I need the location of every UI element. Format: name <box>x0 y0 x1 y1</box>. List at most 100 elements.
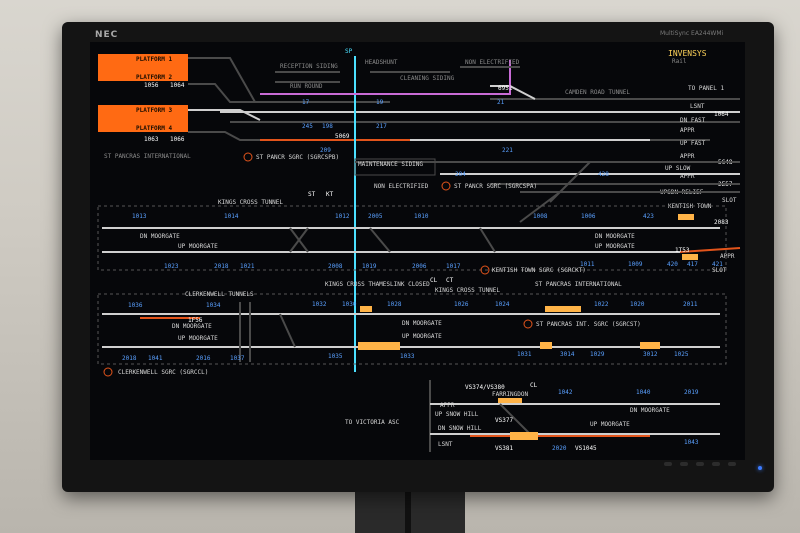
berth[interactable]: 1033 <box>400 353 415 360</box>
train-id-1064[interactable]: 1064 <box>714 111 729 118</box>
platform-2[interactable] <box>98 63 188 72</box>
berth-5069[interactable]: 5069 <box>335 133 350 140</box>
signal-421[interactable]: 421 <box>712 261 723 268</box>
berth[interactable]: 1012 <box>335 213 350 220</box>
berth[interactable]: 2006 <box>412 263 427 270</box>
platform-4[interactable] <box>98 114 188 123</box>
to-victoria-label[interactable]: TO VICTORIA ASC <box>345 419 400 426</box>
berth[interactable]: 1010 <box>414 213 429 220</box>
signal-420[interactable]: 420 <box>667 261 678 268</box>
st-pancras-sgrc2-label[interactable]: ST PANCR SGRC (SGRCSPA) <box>454 183 537 190</box>
berth[interactable]: 1026 <box>454 301 469 308</box>
berth[interactable]: 1030 <box>342 301 357 308</box>
berth[interactable]: 1025 <box>674 351 689 358</box>
berth[interactable]: 1035 <box>328 353 343 360</box>
to-panel-label[interactable]: TO PANEL 1 <box>688 85 725 92</box>
berth[interactable]: 2008 <box>328 263 343 270</box>
berth[interactable]: 1017 <box>446 263 461 270</box>
sgrc-indicator-icon[interactable] <box>523 319 533 329</box>
occupied-track-block[interactable] <box>510 432 538 440</box>
signal-vs381[interactable]: VS381 <box>495 445 513 452</box>
signal-vs374[interactable]: VS374/VS380 <box>465 384 505 391</box>
berth[interactable]: 1006 <box>581 213 596 220</box>
signal-217[interactable]: 217 <box>376 123 387 130</box>
signal-ct[interactable]: CT <box>446 277 454 284</box>
train-id-1f56[interactable]: 1F56 <box>188 317 203 324</box>
monitor-button[interactable] <box>728 462 736 466</box>
berth[interactable]: 1009 <box>628 261 643 268</box>
signal-417[interactable]: 417 <box>687 261 698 268</box>
sgrc-indicator-icon[interactable] <box>103 367 113 377</box>
signal-kt[interactable]: KT <box>326 191 334 198</box>
monitor-button[interactable] <box>712 462 720 466</box>
berth-1042[interactable]: 1042 <box>558 389 573 396</box>
signal-428[interactable]: 428 <box>598 171 609 178</box>
berth[interactable]: 1028 <box>387 301 402 308</box>
berth-6951[interactable]: 6951 <box>498 85 513 92</box>
monitor-button[interactable] <box>664 462 672 466</box>
berth[interactable]: 2005 <box>368 213 383 220</box>
berth[interactable]: 1014 <box>224 213 239 220</box>
clerkenwell-sgrc-label[interactable]: CLERKENWELL SGRC (SGRCCL) <box>118 369 208 376</box>
sgrc-indicator-icon[interactable] <box>480 265 490 275</box>
st-pancras-int-sgrc-label[interactable]: ST PANCRAS INT. SGRC (SGRCST) <box>536 321 641 328</box>
signal-17[interactable]: 17 <box>302 99 310 106</box>
berth[interactable]: 1011 <box>580 261 595 268</box>
signal-st[interactable]: ST <box>308 191 316 198</box>
signal-21[interactable]: 21 <box>497 99 505 106</box>
berth[interactable]: 1013 <box>132 213 147 220</box>
berth[interactable]: 1036 <box>128 302 143 309</box>
berth-2019[interactable]: 2019 <box>684 389 699 396</box>
signal-vs377[interactable]: VS377 <box>495 417 513 424</box>
occupied-track-block[interactable] <box>358 342 400 350</box>
berth[interactable]: 1023 <box>164 263 179 270</box>
platform-3[interactable] <box>98 105 188 114</box>
occupied-track-block[interactable] <box>640 342 660 349</box>
berth[interactable]: 2018 <box>122 355 137 362</box>
berth[interactable]: 1021 <box>240 263 255 270</box>
signal-221[interactable]: 221 <box>502 147 513 154</box>
signal-204[interactable]: 204 <box>455 171 466 178</box>
monitor-button[interactable] <box>696 462 704 466</box>
occupied-track-block[interactable] <box>678 214 694 220</box>
berth[interactable]: 1020 <box>630 301 645 308</box>
berth[interactable]: 3012 <box>643 351 658 358</box>
platform-1[interactable] <box>98 54 188 63</box>
berth[interactable]: 3014 <box>560 351 575 358</box>
berth[interactable]: 1029 <box>590 351 605 358</box>
occupied-track-block[interactable] <box>360 306 372 312</box>
berth[interactable]: 2016 <box>196 355 211 362</box>
monitor-button[interactable] <box>680 462 688 466</box>
occupied-track-block[interactable] <box>545 306 581 312</box>
sgrc-indicator-icon[interactable] <box>441 181 451 191</box>
signal-vs1045[interactable]: VS1045 <box>575 445 597 452</box>
signal-cl[interactable]: CL <box>430 277 438 284</box>
berth[interactable]: 2011 <box>683 301 698 308</box>
signal-19[interactable]: 19 <box>376 99 384 106</box>
berth-1040[interactable]: 1040 <box>636 389 651 396</box>
berth-2020[interactable]: 2020 <box>552 445 567 452</box>
berth-1043[interactable]: 1043 <box>684 439 699 446</box>
signal-423[interactable]: 423 <box>643 213 654 220</box>
train-id-2083[interactable]: 2083 <box>714 219 729 226</box>
berth[interactable]: 1019 <box>362 263 377 270</box>
occupied-track-block[interactable] <box>498 398 522 404</box>
train-id-1t53[interactable]: 1T53 <box>675 247 690 254</box>
berth[interactable]: 1037 <box>230 355 245 362</box>
berth[interactable]: 2018 <box>214 263 229 270</box>
occupied-track-block[interactable] <box>540 342 552 349</box>
signal-cl[interactable]: CL <box>530 382 538 389</box>
berth[interactable]: 1041 <box>148 355 163 362</box>
signal-198[interactable]: 198 <box>322 123 333 130</box>
berth[interactable]: 1031 <box>517 351 532 358</box>
sgrc-indicator-icon[interactable] <box>243 152 253 162</box>
signal-209[interactable]: 209 <box>320 147 331 154</box>
signal-sp-label[interactable]: SP <box>345 48 353 55</box>
signal-245[interactable]: 245 <box>302 123 313 130</box>
kentish-town-sgrc-label[interactable]: KENTISH TOWN SGRC (SGRCKT) <box>492 267 586 274</box>
berth[interactable]: 1032 <box>312 301 327 308</box>
berth[interactable]: 1034 <box>206 302 221 309</box>
berth[interactable]: 1024 <box>495 301 510 308</box>
berth[interactable]: 1022 <box>594 301 609 308</box>
st-pancras-sgrc-label[interactable]: ST PANCR SGRC (SGRCSPB) <box>256 154 339 161</box>
